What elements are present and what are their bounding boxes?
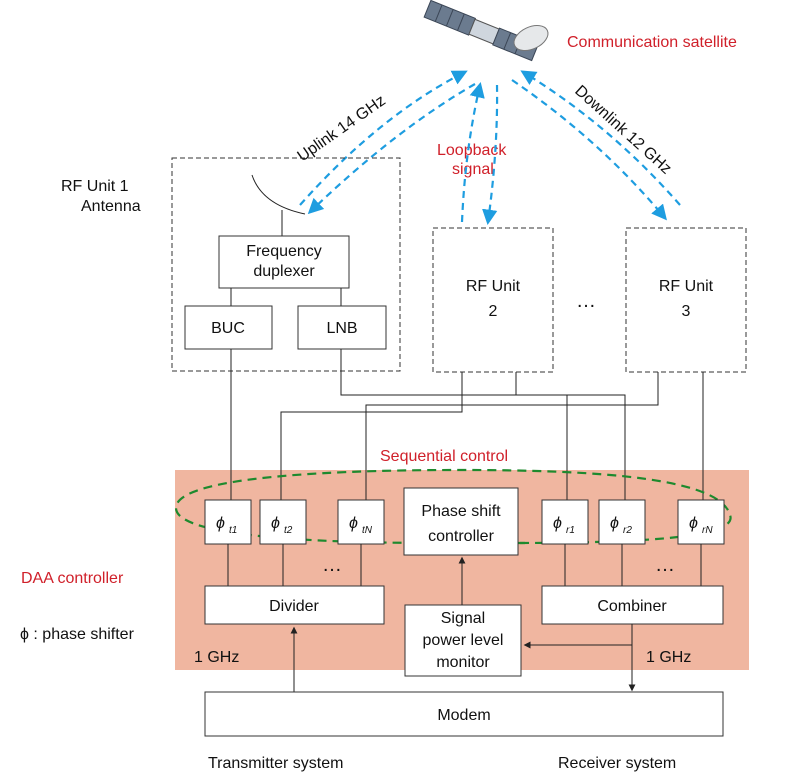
satellite-icon [423,0,549,62]
duplexer-label-line2: duplexer [253,263,315,280]
uplink-loop [299,70,476,215]
rf-unit-2-box [432,227,554,373]
shifter-wiring [227,544,702,586]
freq-tx-label: 1 GHz [194,649,239,666]
loopback-label-line2: signal [452,161,494,178]
divider-label: Divider [269,598,319,615]
phi-t1: ϕ [216,515,225,532]
phi-r1-sub: r1 [566,525,575,536]
rf-units-ellipsis: … [576,290,596,312]
rf3-label-line1: RF Unit [659,278,714,295]
buc-box [184,305,273,350]
rf1-label-line1: RF Unit 1 [61,178,129,195]
downlink-loop [511,70,681,221]
controller-label-line2: controller [428,528,494,545]
monitor-label-line1: Signal [441,610,485,627]
phase-shifter-t2 [259,499,307,545]
phi-r2-sub: r2 [623,525,632,536]
antenna-dish-icon [251,174,306,215]
combiner-label: Combiner [597,598,667,615]
lnb-label: LNB [326,320,357,337]
rf-wiring [230,349,704,500]
transmitter-system-label: Transmitter system [208,755,343,772]
phi-t1-sub: t1 [229,525,237,536]
rf3-label-line2: 3 [682,303,691,320]
phi-rN-sub: rN [702,525,713,536]
frequency-duplexer-box [218,235,350,289]
controller-label-line1: Phase shift [421,503,501,520]
signal-power-monitor-box [404,604,522,677]
modem-box [204,691,724,737]
phi-rN: ϕ [689,515,698,532]
modem-label: Modem [437,707,490,724]
phi-t2-sub: t2 [284,525,293,536]
sequential-control-label: Sequential control [380,448,508,465]
combiner-box [541,585,724,625]
loopback-loop [460,81,499,226]
freq-rx-label: 1 GHz [646,649,691,666]
phase-shift-controller-box [403,487,519,556]
buc-label: BUC [211,320,245,337]
rf-unit-3-box [625,227,747,373]
duplexer-label-line1: Frequency [246,243,322,260]
phase-shifter-tN [337,499,385,545]
rf2-label-line1: RF Unit [466,278,521,295]
rf2-label-line2: 2 [489,303,498,320]
monitor-label-line3: monitor [436,654,490,671]
satellite-label: Communication satellite [567,34,737,51]
rf1-label-line2: Antenna [81,198,141,215]
phase-shifter-r1 [541,499,589,545]
phi-tN: ϕ [349,515,358,532]
divider-box [204,585,385,625]
loopback-label-line1: Loopback [437,142,507,159]
tx-ellipsis: … [322,554,342,576]
phase-shifter-legend: ϕ : phase shifter [20,626,135,643]
daa-controller-label: DAA controller [21,570,124,587]
phi-r1: ϕ [553,515,562,532]
phase-shifter-r2 [598,499,646,545]
rf-unit-1-box [171,157,401,372]
monitor-label-line2: power level [423,632,504,649]
phi-t2: ϕ [271,515,280,532]
rx-ellipsis: … [655,554,675,576]
signal-arrows [290,556,636,692]
receiver-system-label: Receiver system [558,755,676,772]
phase-shifter-t1 [204,499,252,545]
phase-shifter-rN [677,499,725,545]
downlink-label: Downlink 12 GHz [571,82,674,177]
phi-r2: ϕ [610,515,619,532]
lnb-box [297,305,387,350]
phi-tN-sub: tN [362,525,373,536]
